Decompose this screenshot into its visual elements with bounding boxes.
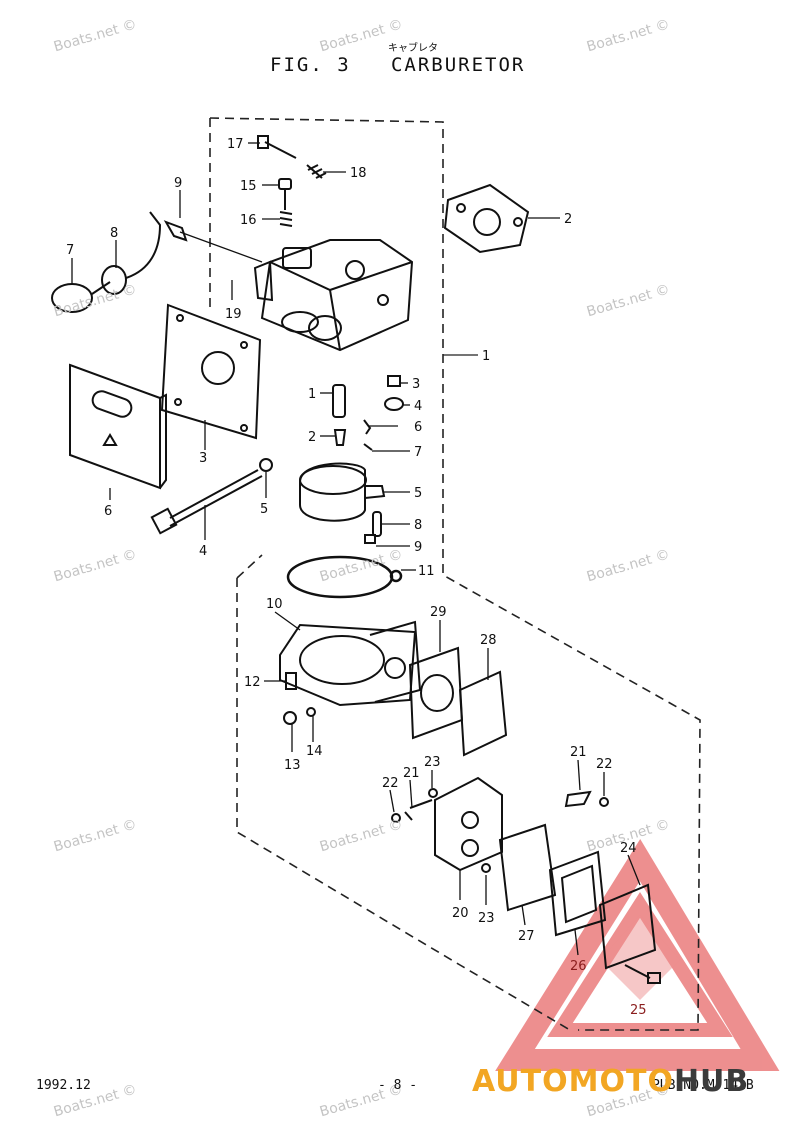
callout-29: 29 bbox=[430, 605, 447, 620]
callout-16: 16 bbox=[240, 213, 257, 228]
part-gasket-2 bbox=[443, 183, 530, 254]
callout-5-washer: 5 bbox=[260, 502, 268, 517]
callout-12: 12 bbox=[244, 675, 261, 690]
part-float-assembly bbox=[299, 375, 404, 544]
part-plate-3 bbox=[160, 303, 262, 440]
callout-22-right: 22 bbox=[596, 757, 613, 772]
title-kana: キャブレタ bbox=[388, 43, 438, 54]
callout-2: 2 bbox=[564, 212, 572, 227]
callout-3-plate: 3 bbox=[199, 451, 207, 466]
part-choke-knob bbox=[51, 211, 188, 313]
callout-labels: 17 18 15 16 9 2 7 8 19 1 1 3 4 2 6 7 5 8… bbox=[66, 137, 647, 1018]
part-oring-11 bbox=[286, 555, 403, 599]
callout-9-screw: 9 bbox=[414, 540, 422, 555]
callout-8: 8 bbox=[110, 226, 118, 241]
footer-publication-number: PUB.NO.M-141B bbox=[652, 1078, 754, 1093]
part-gaskets-28-29 bbox=[408, 646, 508, 757]
callout-8-pin: 8 bbox=[414, 518, 422, 533]
callout-28: 28 bbox=[480, 633, 497, 648]
assembly-boundary bbox=[209, 117, 701, 1031]
callout-10: 10 bbox=[266, 597, 283, 612]
callout-9: 9 bbox=[174, 176, 182, 191]
part-bolt-4 bbox=[150, 458, 273, 535]
callout-19: 19 bbox=[225, 307, 242, 322]
callout-20: 20 bbox=[452, 906, 469, 921]
callout-24: 24 bbox=[620, 841, 637, 856]
callout-5-float: 5 bbox=[414, 486, 422, 501]
footer-date: 1992.12 bbox=[36, 1078, 91, 1093]
callout-25: 25 bbox=[630, 1003, 647, 1018]
figure-name: CARBURETOR bbox=[390, 54, 526, 76]
brand-part-auto: AUTO bbox=[472, 1064, 569, 1099]
callout-14: 14 bbox=[306, 744, 323, 759]
callout-21-right: 21 bbox=[570, 745, 587, 760]
brand-part-moto: MOTO bbox=[568, 1064, 674, 1099]
callout-7: 7 bbox=[66, 243, 74, 258]
brand-logo-text: AUTOMOTOHUB bbox=[472, 1064, 749, 1099]
callout-4: 4 bbox=[414, 399, 422, 414]
brand-part-hub: HUB bbox=[673, 1064, 750, 1099]
part-diaphragms-24-27 bbox=[498, 823, 661, 984]
part-silencer-6 bbox=[69, 363, 167, 490]
callout-17: 17 bbox=[227, 137, 244, 152]
callout-27: 27 bbox=[518, 929, 535, 944]
callout-22-left: 22 bbox=[382, 776, 399, 791]
part-screws-top bbox=[257, 135, 327, 227]
callout-3: 3 bbox=[412, 377, 420, 392]
callout-7-clip: 7 bbox=[414, 445, 422, 460]
callout-21-left: 21 bbox=[403, 766, 420, 781]
callout-2-needle: 2 bbox=[308, 430, 316, 445]
page-title: FIG. 3 CARBURETOR bbox=[270, 54, 525, 76]
part-carburetor-body bbox=[253, 239, 414, 352]
part-float-bowl-10 bbox=[279, 620, 422, 725]
footer-page-number: - 8 - bbox=[378, 1078, 418, 1093]
part-fuel-pump-20 bbox=[391, 776, 609, 873]
callout-23-bottom: 23 bbox=[478, 911, 495, 926]
callout-15: 15 bbox=[240, 179, 257, 194]
leader-lines bbox=[71, 142, 641, 956]
callout-11: 11 bbox=[418, 564, 435, 579]
callout-23-top: 23 bbox=[424, 755, 441, 770]
callout-6: 6 bbox=[414, 420, 422, 435]
figure-number: FIG. 3 bbox=[270, 54, 351, 76]
callout-26: 26 bbox=[570, 959, 587, 974]
callout-6-cover: 6 bbox=[104, 504, 112, 519]
callout-13: 13 bbox=[284, 758, 301, 773]
callout-1-assembly: 1 bbox=[482, 349, 490, 364]
callout-1: 1 bbox=[308, 387, 316, 402]
callout-18: 18 bbox=[350, 166, 367, 181]
callout-4-bolt: 4 bbox=[199, 544, 207, 559]
